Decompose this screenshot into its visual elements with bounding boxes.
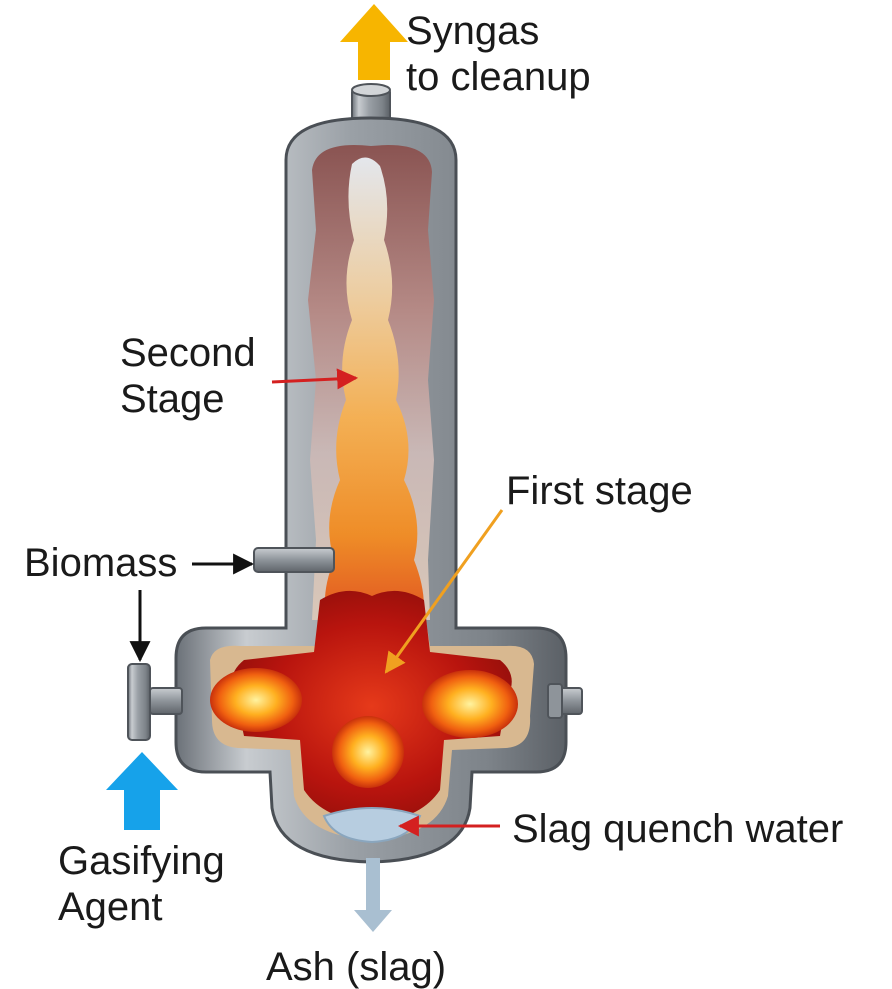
fireball-bottom — [332, 716, 404, 788]
syngas-label: Syngas to cleanup — [406, 8, 591, 100]
gasifying-agent-label-line1: Gasifying — [58, 838, 225, 884]
top-nozzle-rim — [352, 84, 390, 96]
syngas-arrow — [340, 4, 408, 80]
biomass-label: Biomass — [24, 540, 177, 586]
ash-arrow — [354, 858, 392, 932]
biomass-nozzle — [254, 548, 334, 572]
right-side-nozzle — [560, 688, 582, 714]
fireball-right — [422, 670, 518, 738]
left-side-nozzle — [150, 688, 182, 714]
second-stage-label: Second Stage — [120, 330, 256, 422]
right-side-flange — [548, 684, 562, 718]
second-stage-label-line2: Stage — [120, 376, 256, 422]
syngas-label-line2: to cleanup — [406, 54, 591, 100]
gasifying-agent-arrow — [106, 752, 178, 830]
second-stage-label-line1: Second — [120, 330, 256, 376]
ash-slag-label: Ash (slag) — [266, 944, 446, 989]
slag-quench-water-label: Slag quench water — [512, 806, 843, 852]
gasifying-agent-label-line2: Agent — [58, 884, 225, 930]
agent-inlet-pipe — [128, 664, 150, 740]
syngas-label-line1: Syngas — [406, 8, 591, 54]
gasifying-agent-label: Gasifying Agent — [58, 838, 225, 930]
first-stage-label: First stage — [506, 468, 693, 514]
fireball-left — [210, 668, 302, 732]
